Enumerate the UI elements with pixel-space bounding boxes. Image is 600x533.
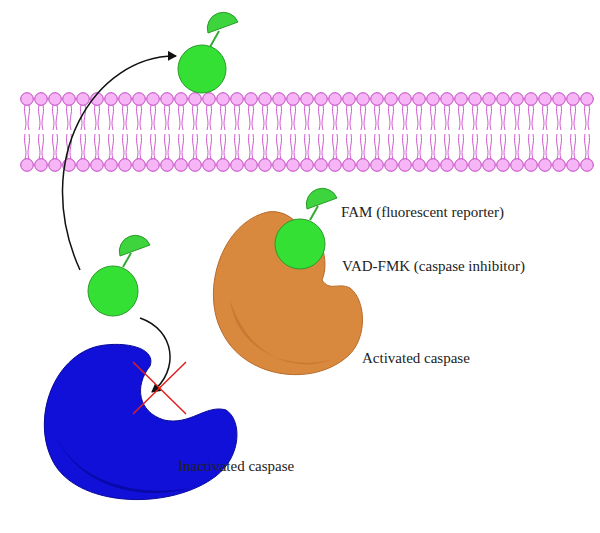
reporter-label: FAM (fluorescent reporter): [341, 203, 504, 221]
caspase-label: Inactivated caspase: [178, 457, 294, 475]
blocked-arrow: [140, 318, 170, 392]
block-cross: [133, 362, 186, 414]
lipid-bilayer: [20, 92, 594, 172]
exit-arrow: [63, 56, 176, 270]
free-inhibitor: [88, 235, 150, 316]
bound-inhibitor: [275, 188, 337, 269]
inhibitor-label: VAD-FMK (caspase inhibitor): [342, 257, 525, 275]
activated-caspase: [213, 212, 362, 375]
inactivated-caspase: [44, 344, 237, 499]
caspase-label: Activated caspase: [362, 349, 470, 367]
released-inhibitor: [178, 12, 238, 93]
